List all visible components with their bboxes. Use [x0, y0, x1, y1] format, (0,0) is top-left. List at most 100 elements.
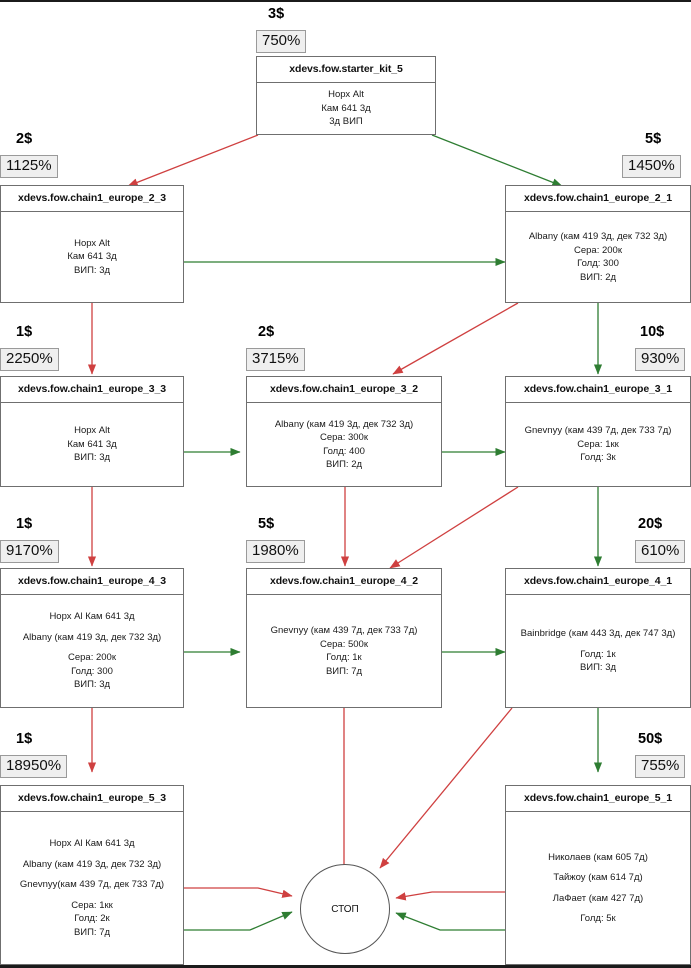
node-title: xdevs.fow.chain1_europe_4_1 — [506, 569, 690, 595]
node-starter-kit-5[interactable]: xdevs.fow.starter_kit_5 Норх Alt Кам 641… — [256, 56, 436, 135]
node-line: Albany (кам 419 3д, дек 732 3д) — [528, 231, 668, 242]
price-label-starter-kit-5: 3$ — [268, 6, 285, 22]
percent-badge-starter-kit-5: 750% — [256, 30, 307, 53]
node-title: xdevs.fow.chain1_europe_2_1 — [506, 186, 690, 212]
node-line: Голд: 2к — [74, 913, 110, 924]
percent-badge-2-1: 1450% — [622, 155, 681, 178]
node-line: Николаев (кам 605 7д) — [548, 851, 648, 863]
node-body: Albany (кам 419 3д, дек 732 3д) Сера: 20… — [506, 212, 690, 302]
node-body: Норх Al Кам 641 3д Albany (кам 419 3д, д… — [1, 812, 183, 964]
node-line: Голд: 400 — [323, 445, 365, 457]
node-body: Gnevnyy (кам 439 7д, дек 733 7д) Сера: 1… — [506, 403, 690, 486]
percent-badge-2-3: 1125% — [0, 155, 58, 178]
node-body: Норх Alt Кам 641 3д ВИП: 3д — [1, 212, 183, 302]
node-line: Albany (кам 419 3д, дек 732 3д) — [274, 418, 414, 430]
node-line: Норх Alt — [74, 237, 110, 249]
node-line: Норх Alt — [74, 425, 110, 437]
node-line: Голд: 1к — [326, 652, 362, 663]
node-line: 3д ВИП — [329, 116, 363, 128]
price-label-3-2: 2$ — [258, 324, 275, 340]
node-title: xdevs.fow.chain1_europe_3_2 — [247, 377, 441, 403]
node-line: Тайжоу (кам 614 7д) — [553, 872, 643, 883]
node-chain1-europe-3-2[interactable]: xdevs.fow.chain1_europe_3_2 Albany (кам … — [246, 376, 442, 487]
node-line: ВИП: 2д — [579, 271, 617, 283]
edge-starter-to-2-1 — [431, 134, 563, 187]
node-line: Bainbridge (кам 443 3д, дек 747 3д) — [520, 628, 676, 640]
price-label-4-3: 1$ — [16, 516, 33, 532]
node-line: ВИП: 2д — [325, 459, 363, 470]
node-title: xdevs.fow.chain1_europe_4_2 — [247, 569, 441, 595]
price-label-5-1: 50$ — [638, 731, 663, 747]
node-title: xdevs.fow.chain1_europe_4_3 — [1, 569, 183, 595]
node-body: Albany (кам 419 3д, дек 732 3д) Сера: 30… — [247, 403, 441, 486]
price-label-3-3: 1$ — [16, 324, 33, 340]
node-line: Голд: 3к — [580, 452, 616, 464]
edge-5-3-to-stop-green — [184, 911, 293, 931]
node-chain1-europe-2-3[interactable]: xdevs.fow.chain1_europe_2_3 Норх Alt Кам… — [0, 185, 184, 303]
node-body: Норх Alt Кам 641 3д ВИП: 3д — [1, 403, 183, 486]
node-body: Николаев (кам 605 7д) Тайжоу (кам 614 7д… — [506, 812, 690, 964]
node-title: xdevs.fow.chain1_europe_5_3 — [1, 786, 183, 812]
stop-node[interactable]: СТОП — [300, 864, 390, 954]
node-line: Голд: 300 — [71, 665, 113, 677]
node-line: ВИП: 3д — [579, 662, 617, 674]
node-line: Кам 641 3д — [67, 438, 117, 450]
edge-2-1-to-3-2 — [392, 302, 519, 375]
node-chain1-europe-4-3[interactable]: xdevs.fow.chain1_europe_4_3 Норх Al Кам … — [0, 568, 184, 708]
node-line: Gnevnyy (кам 439 7д, дек 733 7д) — [270, 625, 418, 636]
percent-badge-3-3: 2250% — [0, 348, 59, 371]
edge-5-3-to-stop-red — [184, 887, 293, 898]
percent-badge-5-1: 755% — [635, 755, 686, 778]
price-label-4-2: 5$ — [258, 516, 275, 532]
node-line: ВИП: 7д — [73, 926, 111, 938]
node-line: ВИП: 3д — [73, 679, 111, 691]
price-label-3-1: 10$ — [640, 324, 665, 340]
node-chain1-europe-5-1[interactable]: xdevs.fow.chain1_europe_5_1 Николаев (ка… — [505, 785, 691, 965]
node-line: Сера: 200к — [574, 244, 622, 256]
price-label-2-3: 2$ — [16, 131, 33, 147]
node-line: Норх Al Кам 641 3д — [49, 838, 135, 849]
node-chain1-europe-3-3[interactable]: xdevs.fow.chain1_europe_3_3 Норх Alt Кам… — [0, 376, 184, 487]
node-line: Голд: 300 — [577, 258, 619, 269]
node-line: Норх Al Кам 641 3д — [49, 611, 135, 623]
node-line: ЛаФает (кам 427 7д) — [552, 892, 644, 904]
node-line: Сера: 1кк — [71, 899, 113, 911]
node-line: Gnevnyy(кам 439 7д, дек 733 7д) — [19, 879, 165, 890]
node-body: Gnevnyy (кам 439 7д, дек 733 7д) Сера: 5… — [247, 595, 441, 707]
edge-3-1-to-4-2 — [389, 486, 519, 569]
node-body: Норх Alt Кам 641 3д 3д ВИП — [257, 83, 435, 134]
node-line: Сера: 200к — [68, 652, 116, 664]
top-border — [0, 0, 691, 2]
node-line: Голд: 5к — [580, 913, 616, 924]
percent-badge-3-2: 3715% — [246, 348, 305, 371]
node-line: ВИП: 7д — [325, 665, 363, 677]
node-chain1-europe-4-1[interactable]: xdevs.fow.chain1_europe_4_1 Bainbridge (… — [505, 568, 691, 708]
price-label-2-1: 5$ — [645, 131, 662, 147]
node-title: xdevs.fow.chain1_europe_3_3 — [1, 377, 183, 403]
node-line: ВИП: 3д — [73, 264, 111, 276]
node-chain1-europe-2-1[interactable]: xdevs.fow.chain1_europe_2_1 Albany (кам … — [505, 185, 691, 303]
node-title: xdevs.fow.chain1_europe_2_3 — [1, 186, 183, 212]
node-line: Gnevnyy (кам 439 7д, дек 733 7д) — [524, 425, 672, 437]
node-body: Норх Al Кам 641 3д Albany (кам 419 3д, д… — [1, 595, 183, 707]
edge-4-1-to-stop — [379, 707, 513, 869]
node-chain1-europe-5-3[interactable]: xdevs.fow.chain1_europe_5_3 Норх Al Кам … — [0, 785, 184, 965]
node-title: xdevs.fow.chain1_europe_5_1 — [506, 786, 690, 812]
percent-badge-4-2: 1980% — [246, 540, 305, 563]
node-title: xdevs.fow.chain1_europe_3_1 — [506, 377, 690, 403]
node-chain1-europe-3-1[interactable]: xdevs.fow.chain1_europe_3_1 Gnevnyy (кам… — [505, 376, 691, 487]
node-line: Albany (кам 419 3д, дек 732 3д) — [22, 858, 162, 870]
price-label-5-3: 1$ — [16, 731, 33, 747]
node-title: xdevs.fow.starter_kit_5 — [257, 57, 435, 83]
node-line: Кам 641 3д — [321, 102, 371, 114]
node-line: Сера: 500к — [320, 638, 368, 650]
node-line: Норх Alt — [328, 89, 364, 101]
node-line: Сера: 300к — [320, 432, 368, 443]
node-chain1-europe-4-2[interactable]: xdevs.fow.chain1_europe_4_2 Gnevnyy (кам… — [246, 568, 442, 708]
node-body: Bainbridge (кам 443 3д, дек 747 3д) Голд… — [506, 595, 690, 707]
node-line: Albany (кам 419 3д, дек 732 3д) — [22, 631, 162, 643]
node-line: Голд: 1к — [580, 648, 616, 660]
percent-badge-5-3: 18950% — [0, 755, 68, 778]
node-line: ВИП: 3д — [73, 452, 111, 464]
